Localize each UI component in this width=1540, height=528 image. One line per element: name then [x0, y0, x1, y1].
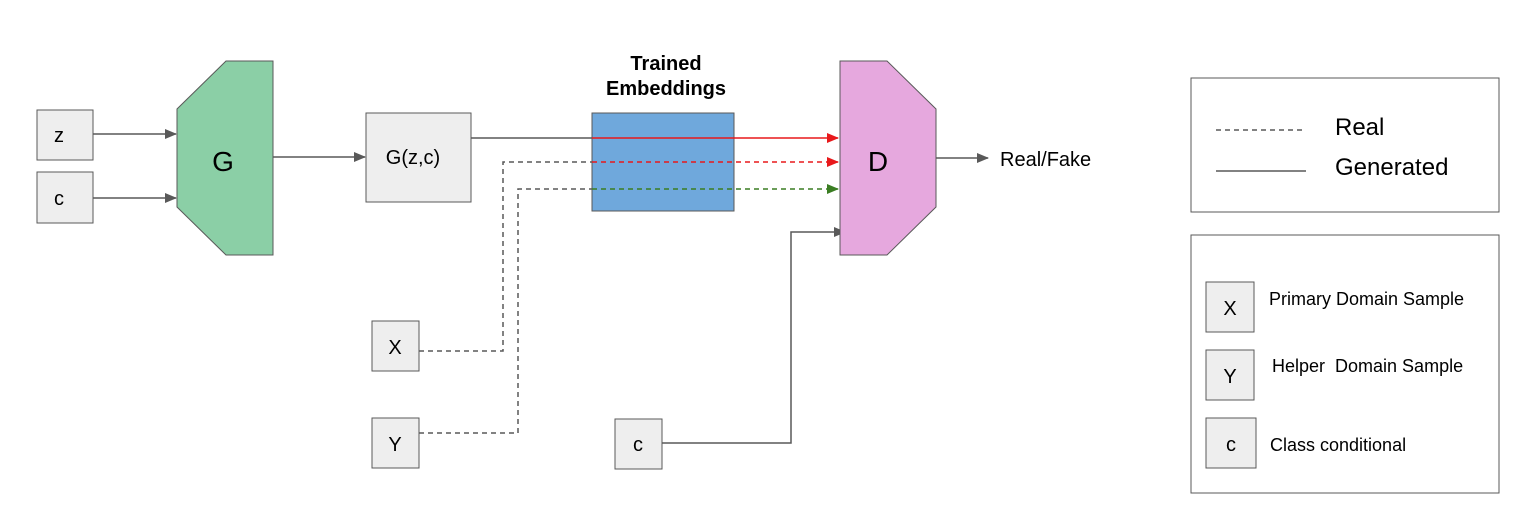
- embeddings-title-line2: Embeddings: [606, 78, 726, 100]
- input-x-box: [371, 320, 420, 372]
- legend-c-label: Class conditional: [1270, 435, 1406, 455]
- legend-generated-label: Generated: [1335, 154, 1448, 181]
- output-label: Real/Fake: [1000, 149, 1091, 171]
- c-arrow-to-d: [662, 227, 846, 444]
- generator-shape: [176, 60, 274, 256]
- legend-x-symbol: X: [1223, 298, 1236, 320]
- generated-sample-label: G(z,c): [386, 147, 440, 169]
- legend-x-box: [1205, 281, 1255, 333]
- input-x-label: X: [388, 337, 401, 359]
- discriminator-shape: [839, 60, 937, 256]
- legend-x-label: Primary Domain Sample: [1269, 289, 1464, 309]
- input-c-disc-label: c: [633, 434, 643, 456]
- legend-c-box: [1205, 417, 1257, 469]
- input-z-box: [36, 109, 94, 161]
- y-path-line: [419, 188, 592, 434]
- legend-lines-box: [1190, 77, 1500, 213]
- embeddings-title-line1: Trained: [630, 53, 701, 75]
- generated-sample-box: [365, 112, 472, 203]
- input-c-gen-box: [36, 171, 94, 224]
- input-c-gen-label: c: [54, 188, 64, 210]
- input-y-label: Y: [388, 434, 401, 456]
- input-y-box: [371, 417, 420, 469]
- legend-y-label: Helper Domain Sample: [1272, 356, 1463, 376]
- legend-c-symbol: c: [1226, 434, 1236, 456]
- x-path-line: [419, 161, 592, 352]
- legend-real-label: Real: [1335, 114, 1384, 141]
- discriminator-label: D: [868, 146, 888, 177]
- legend-y-symbol: Y: [1223, 366, 1236, 388]
- input-z-label: z: [54, 125, 64, 147]
- legend-y-box: [1205, 349, 1255, 401]
- input-c-disc-box: [614, 418, 663, 470]
- generator-label: G: [212, 146, 234, 177]
